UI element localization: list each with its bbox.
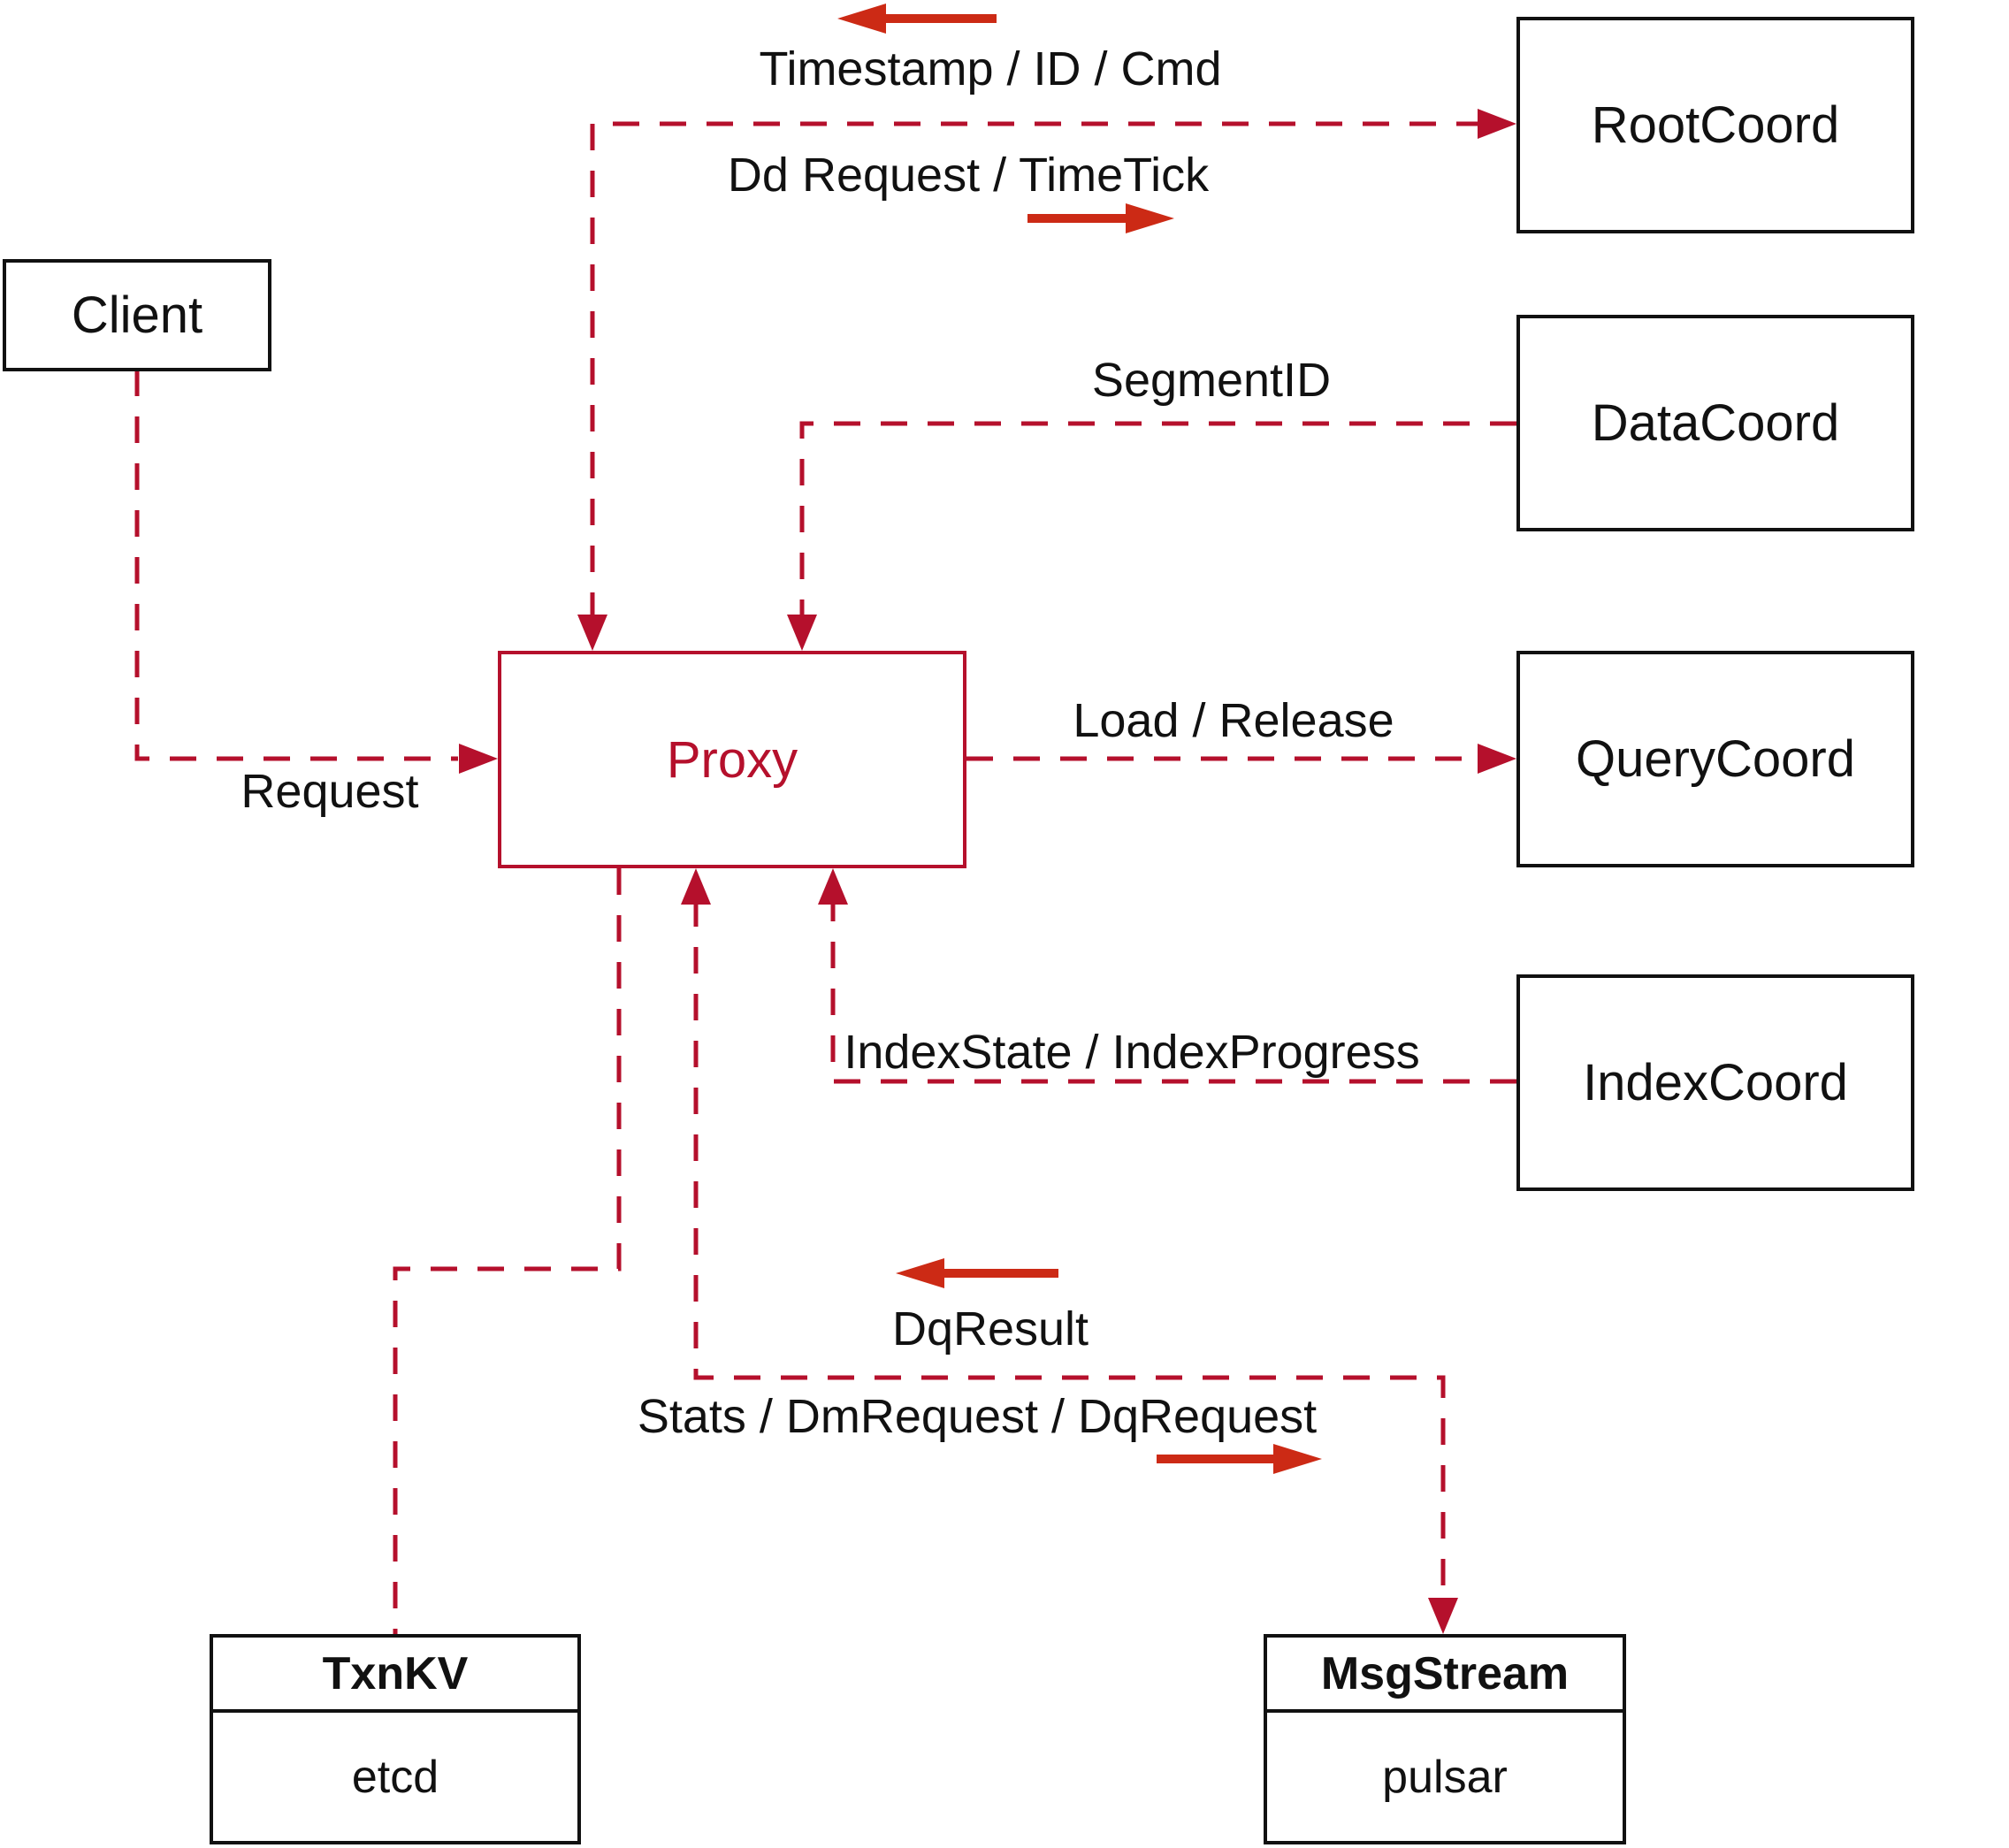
arrowhead-into-querycoord xyxy=(1478,744,1516,774)
arrowhead-into-proxy-left xyxy=(459,744,498,774)
node-txnkv-impl: etcd xyxy=(351,1751,439,1803)
edge-proxy-msgstream xyxy=(693,900,1446,1597)
edge-label-timestamp-id-cmd: Timestamp / ID / Cmd xyxy=(759,42,1222,95)
direction-arrow-right-ddrequest xyxy=(1027,203,1174,233)
node-client: Client xyxy=(3,259,271,371)
edge-label-request: Request xyxy=(241,765,419,818)
edge-client-proxy xyxy=(134,370,458,761)
edge-proxy-rootcoord xyxy=(590,121,1478,619)
edge-label-stats-dmrequest-dqrequest: Stats / DmRequest / DqRequest xyxy=(637,1390,1318,1443)
arrowhead-into-proxy-top-right xyxy=(787,615,817,651)
node-datacoord-label: DataCoord xyxy=(1591,394,1840,452)
direction-arrow-right-stats xyxy=(1157,1444,1322,1474)
node-proxy: Proxy xyxy=(498,651,966,868)
arrowhead-into-proxy-bottom-middle xyxy=(681,868,711,905)
node-proxy-label: Proxy xyxy=(666,730,798,789)
node-indexcoord-label: IndexCoord xyxy=(1583,1054,1848,1111)
node-querycoord: QueryCoord xyxy=(1516,651,1914,867)
node-txnkv: TxnKV etcd xyxy=(210,1634,581,1844)
node-rootcoord-label: RootCoord xyxy=(1591,96,1840,154)
edge-datacoord-proxy xyxy=(799,421,1516,619)
node-querycoord-label: QueryCoord xyxy=(1576,730,1855,788)
edge-proxy-txnkv xyxy=(393,868,622,1634)
arrowhead-into-rootcoord xyxy=(1478,109,1516,139)
node-indexcoord: IndexCoord xyxy=(1516,974,1914,1191)
edge-label-indexstate-indexprogress: IndexState / IndexProgress xyxy=(844,1026,1420,1079)
node-datacoord: DataCoord xyxy=(1516,315,1914,531)
node-rootcoord: RootCoord xyxy=(1516,17,1914,233)
node-client-label: Client xyxy=(71,286,203,344)
direction-arrow-left-timestamp xyxy=(837,4,997,34)
edge-label-load-release: Load / Release xyxy=(1073,694,1394,747)
arrowhead-into-msgstream xyxy=(1428,1598,1458,1634)
node-txnkv-title: TxnKV xyxy=(213,1638,577,1713)
node-msgstream: MsgStream pulsar xyxy=(1264,1634,1626,1844)
arrowhead-into-proxy-top-left xyxy=(577,615,607,651)
direction-arrow-left-dqresult xyxy=(896,1258,1058,1288)
node-msgstream-impl: pulsar xyxy=(1382,1751,1508,1803)
edge-indexcoord-proxy xyxy=(830,900,1516,1084)
edge-label-dqresult: DqResult xyxy=(891,1302,1089,1355)
arrowhead-into-proxy-bottom-right xyxy=(818,868,848,905)
node-msgstream-title: MsgStream xyxy=(1267,1638,1623,1713)
edge-label-segmentid: SegmentID xyxy=(1091,354,1332,407)
edge-label-dd-request-timetick: Dd Request / TimeTick xyxy=(727,149,1210,202)
